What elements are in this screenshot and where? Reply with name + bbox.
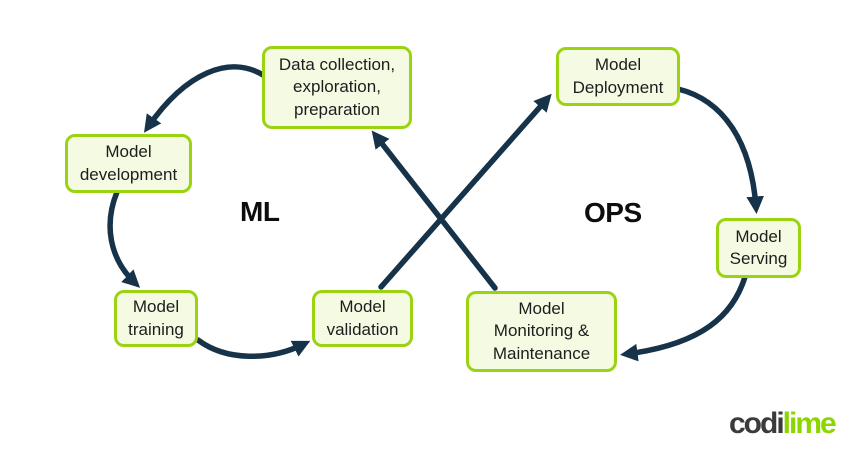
codilime-logo: codilime bbox=[729, 407, 837, 441]
arrow-serving-to-monitoring bbox=[620, 274, 748, 362]
node-model-serving: Model Serving bbox=[716, 218, 801, 278]
arrow-datacollection-to-development bbox=[143, 64, 266, 133]
node-data-collection: Data collection, exploration, preparatio… bbox=[262, 46, 412, 129]
arrow-monitoring-to-datacollection bbox=[371, 130, 498, 291]
node-model-deployment: Model Deployment bbox=[556, 47, 680, 106]
node-data-collection-label: Data collection, exploration, preparatio… bbox=[278, 55, 396, 119]
arrow-development-to-training bbox=[107, 189, 141, 288]
arrow-validation-to-deployment bbox=[378, 93, 552, 290]
arrow-deployment-to-serving bbox=[675, 86, 764, 215]
node-model-monitoring: Model Monitoring & Maintenance bbox=[466, 291, 617, 372]
node-model-validation-label: Model validation bbox=[326, 297, 399, 339]
node-model-deployment-label: Model Deployment bbox=[572, 55, 664, 97]
node-model-training: Model training bbox=[114, 290, 198, 347]
logo-text-lime: lime bbox=[782, 407, 837, 440]
arrow-training-to-validation bbox=[195, 337, 311, 360]
node-model-development: Model development bbox=[65, 134, 192, 193]
logo-text-codi: codi bbox=[729, 407, 785, 440]
node-model-validation: Model validation bbox=[312, 290, 413, 347]
node-model-serving-label: Model Serving bbox=[729, 226, 788, 268]
node-model-training-label: Model training bbox=[128, 297, 184, 339]
ml-cycle-label: ML bbox=[240, 196, 280, 227]
node-model-monitoring-label: Model Monitoring & Maintenance bbox=[492, 299, 591, 363]
ops-cycle-label: OPS bbox=[584, 197, 642, 228]
node-model-development-label: Model development bbox=[79, 142, 178, 184]
